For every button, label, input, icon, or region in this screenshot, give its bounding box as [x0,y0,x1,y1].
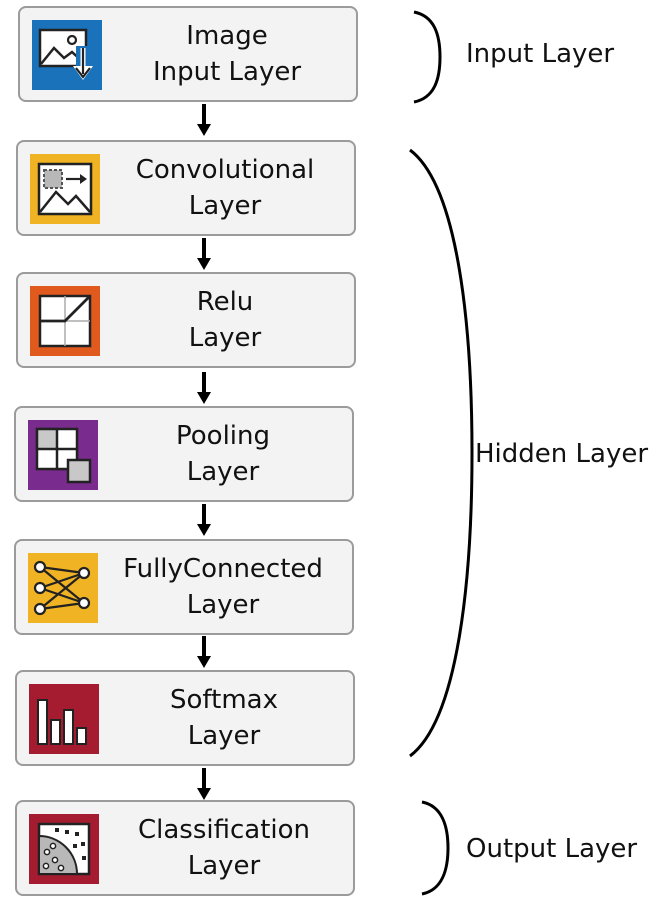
classification-icon [29,814,99,884]
layer-name-line2: Layer [186,590,260,620]
layer-name-line1: Relu [196,287,254,317]
flow-arrow [196,636,212,670]
hidden-group-brace [409,148,474,758]
layer-name-line1: FullyConnected [123,554,323,584]
layer-name-line1: Convolutional [135,155,315,185]
flow-arrow [196,104,212,138]
flow-arrow [196,372,212,406]
layer-name-line2: Layer [187,721,261,751]
pooling-icon [28,420,98,490]
input-group-brace [413,10,442,104]
image-input-icon [32,20,102,90]
layer-name-line2: Layer [187,851,261,881]
layer-name-line1: Image [186,21,268,51]
layer-name-line2: Layer [188,323,262,353]
fully-connected-icon [28,553,98,623]
convolutional-layer-box: Convolutional Layer [16,140,356,236]
flow-arrow [196,768,212,802]
image-input-layer-box: Image Input Layer [18,6,358,102]
classification-layer-box: Classification Layer [15,800,355,896]
layer-name-line2: Layer [186,457,260,487]
output-group-label: Output Layer [466,834,638,864]
relu-layer-box: Relu Layer [16,272,356,368]
input-group-label: Input Layer [466,39,615,69]
fully-connected-layer-box: FullyConnected Layer [14,539,354,635]
layer-name-line2: Layer [188,191,262,221]
softmax-icon [29,684,99,754]
flow-arrow [196,238,212,272]
layer-name-line1: Softmax [170,685,278,715]
flow-arrow [196,504,212,538]
convolution-icon [30,154,100,224]
pooling-layer-box: Pooling Layer [14,406,354,502]
softmax-layer-box: Softmax Layer [15,670,355,766]
layer-name-line1: Pooling [176,421,270,451]
output-group-brace [421,800,450,896]
layer-name-line1: Classification [137,815,311,845]
relu-icon [30,286,100,356]
layer-name-line2: Input Layer [152,57,302,87]
hidden-group-label: Hidden Layer [475,439,649,469]
